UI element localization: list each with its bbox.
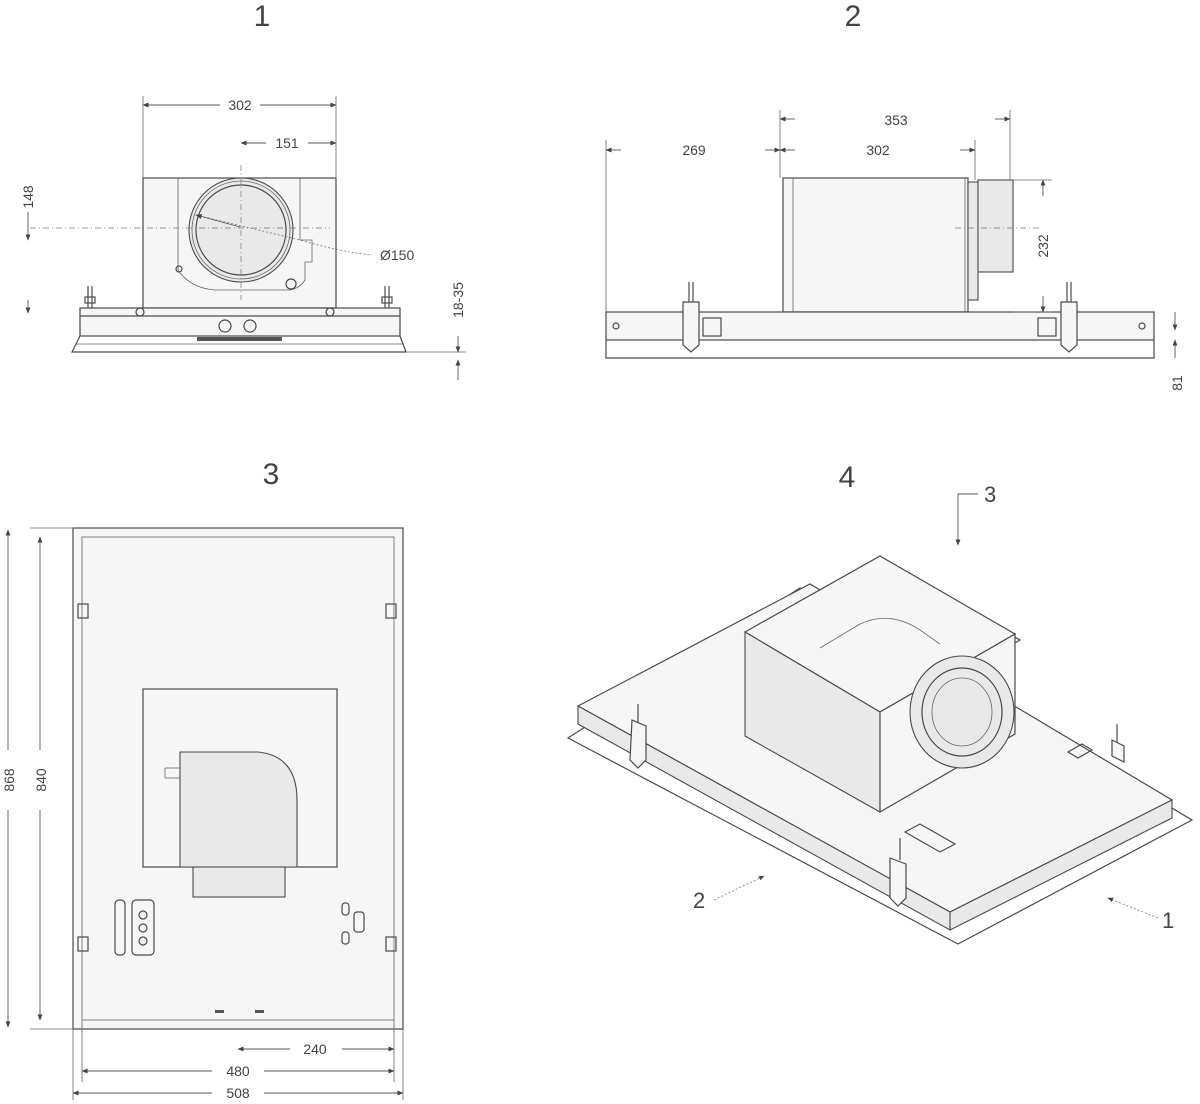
view-3-top: 868 840 240 480 508 bbox=[1, 527, 404, 1101]
dim-840: 840 bbox=[33, 768, 49, 792]
view-number-4: 4 bbox=[839, 461, 856, 494]
view-number-2: 2 bbox=[845, 0, 862, 33]
dim-508: 508 bbox=[226, 1085, 250, 1101]
view-1-front: 302 151 148 Ø150 18-35 bbox=[20, 96, 466, 380]
dim-151: 151 bbox=[275, 135, 299, 151]
view-2-side: 353 269 302 232 81 bbox=[605, 110, 1185, 391]
dim-148: 148 bbox=[20, 185, 36, 209]
callout-1: 1 bbox=[1162, 908, 1174, 933]
dim-232: 232 bbox=[1035, 234, 1051, 258]
dim-868: 868 bbox=[1, 768, 17, 792]
dim-480: 480 bbox=[226, 1063, 250, 1079]
dim-302-front: 302 bbox=[228, 97, 252, 113]
dim-353: 353 bbox=[884, 112, 908, 128]
dim-18-35: 18-35 bbox=[450, 282, 466, 318]
dim-302-side: 302 bbox=[866, 142, 890, 158]
dim-diameter-150: Ø150 bbox=[380, 247, 414, 263]
view-number-3: 3 bbox=[263, 458, 280, 491]
dim-240: 240 bbox=[303, 1041, 327, 1057]
callout-2: 2 bbox=[693, 888, 705, 913]
callout-3: 3 bbox=[984, 482, 996, 507]
dim-269: 269 bbox=[682, 142, 706, 158]
dim-81: 81 bbox=[1169, 375, 1185, 391]
view-number-1: 1 bbox=[254, 0, 271, 33]
view-4-isometric: 3 2 1 bbox=[566, 482, 1194, 945]
